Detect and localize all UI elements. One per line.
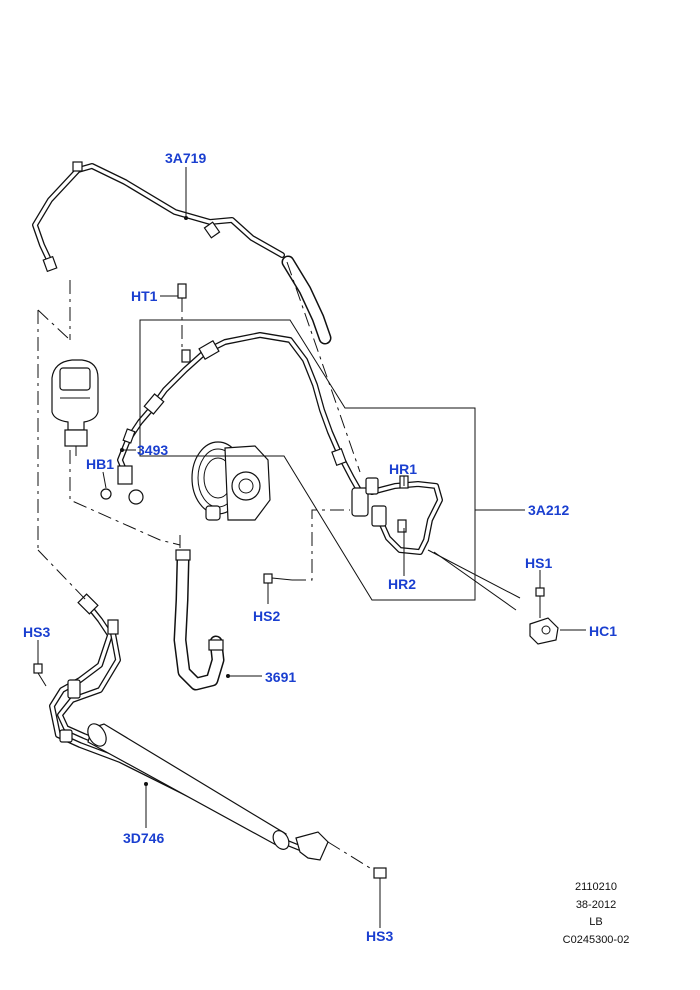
footer-line-2: 38-2012 [576, 899, 616, 911]
label-HR2: HR2 [388, 576, 416, 592]
pipe-3A719 [32, 161, 332, 345]
leader-lines [37, 167, 586, 928]
label-HT1: HT1 [131, 288, 158, 304]
label-HR1: HR1 [389, 461, 417, 477]
reservoir [51, 359, 99, 456]
power-steering-pump [100, 441, 271, 521]
assembly-outline [139, 319, 525, 601]
label-HS3-top: HS3 [23, 624, 50, 640]
footer-line-3: LB [589, 916, 602, 928]
label-HS1: HS1 [525, 555, 552, 571]
footer-codes: 2110210 38-2012 LB C0245300-02 [563, 881, 630, 946]
callout-labels: 3A719 HT1 3493 HB1 HR1 HR2 3A212 HS1 HC1… [23, 150, 617, 944]
label-3A212: 3A212 [528, 502, 569, 518]
cooler-3D746 [37, 280, 371, 869]
bolt-HS3-top [33, 663, 47, 687]
bolt-HS2 [263, 509, 350, 584]
bolt-HT1 [177, 283, 187, 350]
hose-3493 [117, 332, 363, 495]
label-HB1: HB1 [86, 456, 114, 472]
hose-3691 [69, 450, 225, 691]
label-HC1: HC1 [589, 623, 617, 639]
label-3D746: 3D746 [123, 830, 164, 846]
label-3A719: 3A719 [165, 150, 206, 166]
bolt-HS3-bottom [373, 867, 387, 912]
clamp-HC1 [529, 587, 559, 645]
label-HS3-bottom: HS3 [366, 928, 393, 944]
label-3691: 3691 [265, 669, 296, 685]
pipe-3A212 [286, 261, 521, 611]
footer-line-1: 2110210 [575, 881, 617, 893]
label-HS2: HS2 [253, 608, 280, 624]
label-3493: 3493 [137, 442, 168, 458]
footer-line-4: C0245300-02 [563, 934, 630, 946]
